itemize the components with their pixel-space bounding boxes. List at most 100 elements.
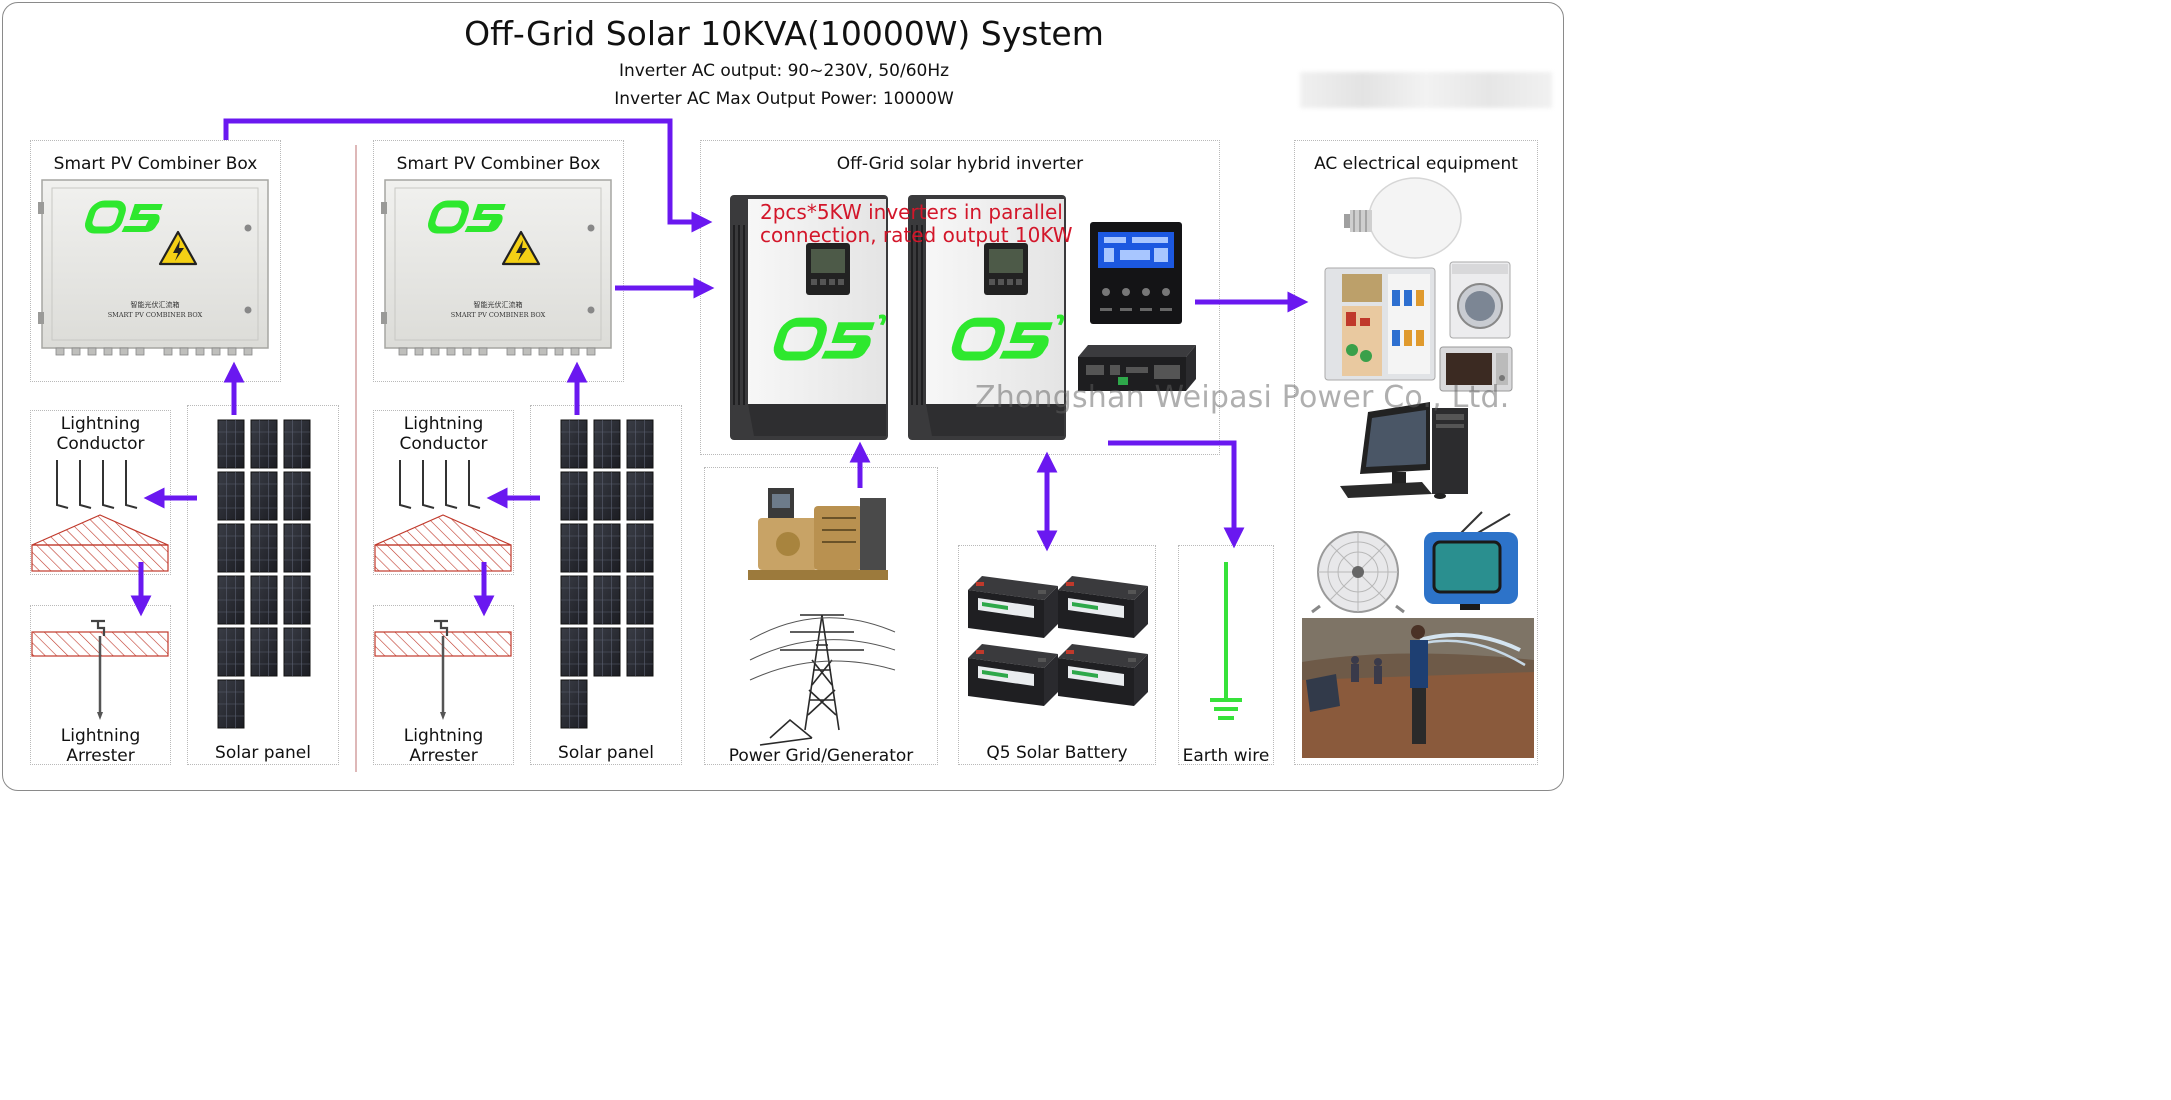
solar-panel-module (593, 471, 621, 521)
solar-panel-frame-left (187, 405, 339, 765)
solar-panel-module (217, 471, 245, 521)
lightning-arrester-left (31, 619, 169, 720)
solar-panel-module (560, 575, 588, 625)
battery-label: Q5 Solar Battery (986, 743, 1128, 763)
solar-panel-module (626, 575, 654, 625)
solar-panel-module (217, 523, 245, 573)
solar-panel-module (626, 471, 654, 521)
bulb-icon (1344, 177, 1462, 259)
small-panel-icon (1306, 674, 1340, 712)
solar-panel-module (283, 627, 311, 677)
arrester-label-right-2: Arrester (409, 746, 478, 766)
lightning-conductor-right (374, 460, 512, 572)
solar-panel-frame-right (530, 405, 682, 765)
solar-panel-module (283, 419, 311, 469)
lightning-warning-icon (501, 230, 541, 266)
combiner-plate-right-cn: 智能光伏汇流箱 (474, 300, 523, 309)
q5-logo (428, 200, 506, 234)
inverter-max-power-spec: Inverter AC Max Output Power: 10000W (614, 89, 954, 109)
solar-panel-array-right (560, 419, 654, 729)
solar-panel-module (560, 471, 588, 521)
conductor-frame-right (373, 410, 514, 575)
lightning-arrester-right (374, 619, 512, 720)
solar-panel-label-left: Solar panel (215, 743, 311, 763)
parallel-kit-box (1078, 345, 1196, 391)
arrester-label-left-2: Arrester (66, 746, 135, 766)
q5-logo (773, 314, 887, 361)
pylon-icon (749, 614, 896, 746)
computer-icon (1340, 402, 1468, 499)
combiner-box-right: 智能光伏汇流箱 SMART PV COMBINER BOX (381, 179, 612, 356)
system-diagram: 智能光伏汇流箱 SMART PV COMBINER BOX 智能光伏汇流箱 SM… (31, 118, 1534, 772)
solar-panel-module (593, 627, 621, 677)
solar-panel-module (217, 679, 245, 729)
inverter-ac-output-spec: Inverter AC output: 90~230V, 50/60Hz (618, 61, 950, 81)
arrow-inverter-to-earth (1108, 440, 1245, 549)
arrester-label-left-1: Lightning (60, 726, 141, 746)
microwave-icon (1439, 346, 1513, 392)
solar-panel-array-left (217, 419, 311, 729)
diagram-frame (2, 2, 1564, 791)
parallel-note-line-1: 2pcs*5KW inverters in parallel (760, 200, 1063, 224)
fan-icon (1311, 531, 1405, 614)
solar-panel-module (250, 627, 278, 677)
conductor-label-left-1: Lightning (60, 414, 141, 434)
parallel-note: 2pcs*5KW inverters in parallel connectio… (760, 201, 1073, 247)
solar-panel-module (217, 575, 245, 625)
combiner-plate-left-cn: 智能光伏汇流箱 (131, 300, 180, 309)
arrester-frame-left (30, 605, 171, 765)
solar-panel-module (250, 419, 278, 469)
cable-glands (398, 347, 596, 356)
parallel-note-line-2: connection, rated output 10KW (760, 223, 1073, 247)
farm-photo (1302, 618, 1534, 758)
solar-panel-module (283, 575, 311, 625)
tv-icon (1424, 511, 1518, 610)
page-title: Off-Grid Solar 10KVA(10000W) System (464, 14, 1104, 53)
solar-panel-module (283, 523, 311, 573)
conductor-frame-left (30, 410, 171, 575)
lightning-conductor-left (31, 460, 169, 572)
solar-panel-module (593, 419, 621, 469)
remote-display-panel (1090, 222, 1182, 324)
arrester-label-right-1: Lightning (403, 726, 484, 746)
solar-panel-module (560, 627, 588, 677)
solar-panel-module (560, 523, 588, 573)
q5-logo (85, 200, 163, 234)
solar-panel-label-right: Solar panel (558, 743, 654, 763)
company-watermark: Zhongshan Weipasi Power Co., Ltd. (975, 380, 1510, 415)
solar-panel-module (560, 679, 588, 729)
combiner-plate-left-en: SMART PV COMBINER BOX (108, 311, 203, 319)
solar-panel-module (626, 627, 654, 677)
solar-panel-module (250, 575, 278, 625)
combiner-box-left: 智能光伏汇流箱 SMART PV COMBINER BOX (38, 179, 269, 356)
earth-label: Earth wire (1182, 746, 1270, 766)
combiner-plate-right-en: SMART PV COMBINER BOX (451, 311, 546, 319)
solar-panel-module (560, 419, 588, 469)
combiner-box-frame-right (373, 140, 624, 382)
battery-icon (968, 644, 1058, 706)
q5-logo (951, 314, 1065, 361)
solar-panel-module (626, 419, 654, 469)
battery-icon (968, 576, 1058, 638)
solar-panel-module (593, 575, 621, 625)
solar-panel-module (217, 627, 245, 677)
flow-arrows (130, 118, 1309, 617)
combiner-box-frame-left (30, 140, 281, 382)
battery-icon (1058, 576, 1148, 638)
ac-equipment-label: AC electrical equipment (1314, 154, 1518, 174)
inverter-unit-1 (730, 195, 888, 440)
battery-icon (1058, 644, 1148, 706)
arrow-combiner-left-to-inverter (223, 118, 713, 233)
inverter-label: Off-Grid solar hybrid inverter (836, 154, 1084, 174)
generator-icon (748, 488, 888, 580)
blurred-logo-area (1300, 72, 1552, 108)
ac-equipment-frame (1294, 140, 1538, 765)
ground-icon (1210, 562, 1242, 720)
solar-panel-module (283, 471, 311, 521)
solar-panel-module (250, 471, 278, 521)
solar-panel-module (250, 523, 278, 573)
solar-panel-module (593, 523, 621, 573)
washer-icon (1449, 261, 1511, 339)
grid-label: Power Grid/Generator (728, 746, 914, 766)
conductor-label-left-2: Conductor (56, 434, 145, 454)
